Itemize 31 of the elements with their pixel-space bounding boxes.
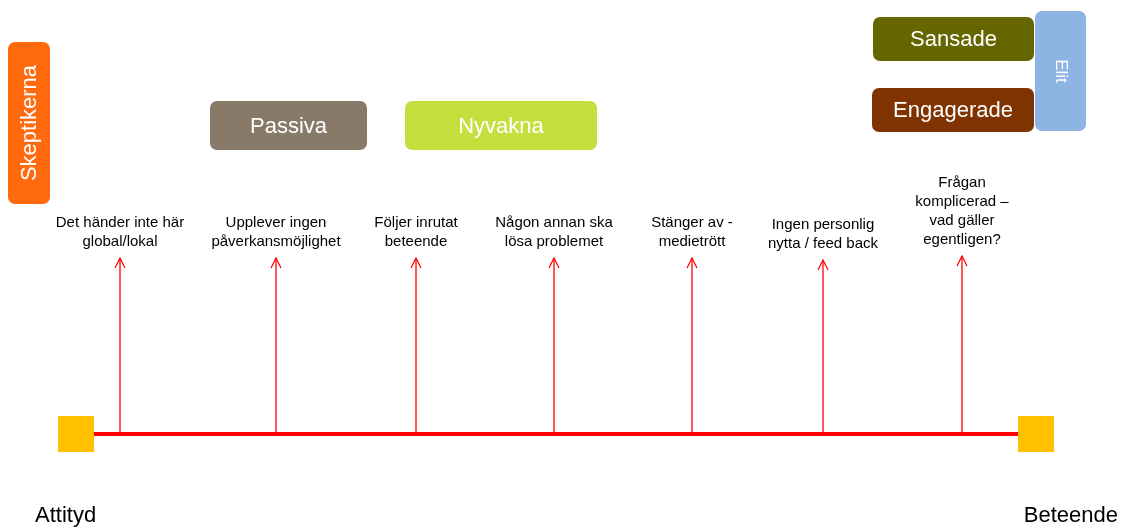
- group-box: [873, 17, 1034, 61]
- statement-text: Det händer inte här global/lokal: [44, 212, 196, 250]
- group-label: Engagerade: [893, 97, 1013, 123]
- arrow: [410, 257, 422, 433]
- statement-text: Ingen personlig nytta / feed back: [760, 214, 886, 252]
- axis-end-label: Beteende: [1023, 502, 1118, 528]
- timeline-line: [94, 432, 1018, 436]
- statement-text: Upplever ingen påverkansmöjlighet: [196, 212, 356, 250]
- group-label: Skeptikerna: [16, 64, 42, 182]
- statement-text: Någon annan ska lösa problemet: [484, 212, 624, 250]
- arrow: [548, 257, 560, 433]
- arrow: [686, 257, 698, 433]
- group-label: Nyvakna: [458, 112, 544, 139]
- group-box: [210, 101, 367, 150]
- statement-text: Stänger av - medietrött: [637, 212, 747, 250]
- arrow: [270, 257, 282, 433]
- square-marker: [1018, 416, 1054, 452]
- group-label: Sansade: [910, 26, 997, 52]
- group-box: [8, 42, 50, 204]
- statement-text: Följer inrutat beteende: [356, 212, 476, 250]
- group-box: [1035, 11, 1086, 131]
- arrow: [817, 259, 829, 433]
- group-label: Elit: [1050, 59, 1071, 83]
- arrow: [956, 255, 968, 433]
- arrow: [114, 257, 126, 433]
- square-marker: [58, 416, 94, 452]
- statement-text: Frågan komplicerad – vad gäller egentligen?: [908, 172, 1016, 248]
- group-box: [405, 101, 597, 150]
- group-box: [872, 88, 1034, 132]
- group-label: Passiva: [249, 112, 327, 139]
- axis-end-label: Attityd: [35, 502, 97, 528]
